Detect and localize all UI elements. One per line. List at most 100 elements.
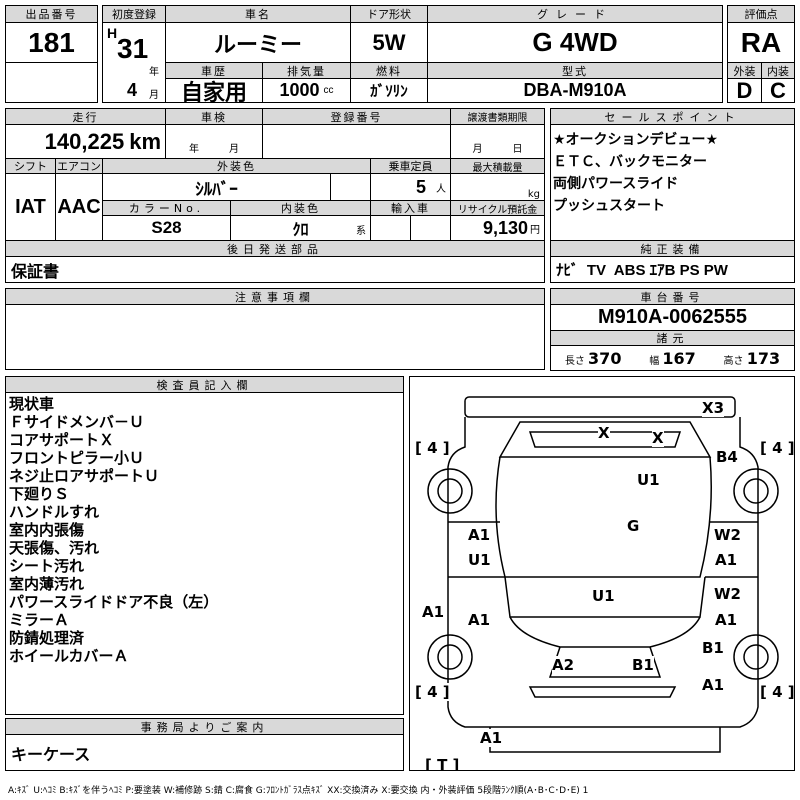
door-type: 5W bbox=[350, 22, 428, 63]
ac: AAC bbox=[55, 173, 103, 241]
recycle-value: 9,130 bbox=[482, 217, 528, 238]
inspection-month-unit: 月 bbox=[229, 144, 239, 155]
sales-points-label: セールスポイント bbox=[550, 108, 795, 125]
inspector-item: パワースライドドア不良（左） bbox=[9, 593, 219, 611]
car-name: ルーミー bbox=[165, 22, 351, 63]
era: H bbox=[107, 25, 118, 41]
lot-number: 181 bbox=[5, 22, 98, 63]
height-label: 高さ bbox=[723, 355, 744, 367]
office-note: キーケース bbox=[5, 734, 404, 771]
import-label: 輸入車 bbox=[370, 200, 451, 216]
transfer-label: 譲渡書類期限 bbox=[450, 108, 545, 125]
import-a bbox=[370, 215, 411, 241]
damage-mark: B1 bbox=[632, 656, 654, 674]
reg-month: 4 bbox=[127, 80, 138, 100]
inspector-item: コアサポートＸ bbox=[9, 431, 115, 449]
import-b bbox=[410, 215, 451, 241]
displacement-value: 1000 bbox=[279, 80, 320, 100]
inspector-item: フロントピラー小Ｕ bbox=[9, 449, 145, 467]
damage-mark: X bbox=[598, 424, 610, 442]
height: 173 bbox=[746, 348, 781, 368]
door-label: ドア形状 bbox=[350, 5, 428, 23]
color-no: S28 bbox=[102, 215, 231, 241]
damage-mark: B4 bbox=[716, 448, 738, 466]
damage-mark: U1 bbox=[468, 551, 491, 569]
displacement-unit: cc bbox=[323, 85, 334, 96]
int-color: ｸﾛ 系 bbox=[230, 215, 371, 241]
damage-mark: X bbox=[652, 429, 664, 447]
inspector-item: ホイールカバーＡ bbox=[9, 647, 129, 665]
history: 自家用 bbox=[165, 78, 263, 103]
damage-mark: A1 bbox=[468, 611, 491, 629]
inspector-item: ハンドルすれ bbox=[9, 503, 100, 521]
ext-score: D bbox=[727, 78, 762, 103]
damage-mark: [ T ] bbox=[425, 756, 460, 770]
score-label: 評価点 bbox=[727, 5, 795, 23]
sales-point: 両側パワースライド bbox=[553, 176, 679, 192]
damage-mark: [ 4 ] bbox=[415, 439, 450, 457]
damage-mark: [ 4 ] bbox=[760, 683, 795, 701]
specs: 長さ 370 幅 167 高さ 173 bbox=[550, 345, 795, 371]
int-color-unit: 系 bbox=[356, 226, 366, 237]
damage-mark: W2 bbox=[714, 526, 741, 544]
damage-mark: B1 bbox=[702, 639, 724, 657]
length-label: 長さ bbox=[564, 355, 585, 367]
inspector-label: 検査員記入欄 bbox=[5, 376, 404, 393]
damage-mark: A1 bbox=[480, 729, 503, 747]
damage-mark: A1 bbox=[702, 676, 725, 694]
notes bbox=[5, 304, 545, 370]
capacity-label: 乗車定員 bbox=[370, 158, 451, 174]
lot-label: 出品番号 bbox=[5, 5, 98, 23]
ext-color-label: 外装色 bbox=[102, 158, 371, 174]
recycle-unit: 円 bbox=[530, 224, 540, 236]
sales-point: プッシュスタート bbox=[553, 198, 665, 214]
model: DBA-M910A bbox=[427, 78, 723, 103]
inspector-item: シート汚れ bbox=[9, 557, 85, 575]
later-parts: 保証書 bbox=[5, 256, 545, 283]
equipment: ﾅﾋﾞ TV ABS ｴｱB PS PW bbox=[550, 256, 795, 283]
shift: IAT bbox=[5, 173, 56, 241]
inspector-item: 現状車 bbox=[9, 395, 55, 413]
car-name-label: 車名 bbox=[165, 5, 351, 23]
transfer: 月日 bbox=[450, 124, 545, 159]
load: kg bbox=[450, 173, 545, 201]
chassis-number: M910A-0062555 bbox=[550, 304, 795, 331]
transfer-month-unit: 月 bbox=[472, 144, 483, 155]
damage-mark: A2 bbox=[552, 656, 575, 674]
int-score: C bbox=[761, 78, 795, 103]
car-outline-icon bbox=[427, 396, 779, 753]
inspector-item: ネジ止ロアサポートＵ bbox=[9, 467, 160, 485]
grade-label: グレード bbox=[427, 5, 723, 23]
color-no-label: カラーNo. bbox=[102, 200, 231, 216]
ac-label: エアコン bbox=[55, 158, 103, 174]
inspector-item: 天張傷、汚れ bbox=[9, 539, 100, 557]
sales-points: ★オークションデビュー★ ＥＴＣ、バックモニター 両側パワースライド プッシュス… bbox=[550, 124, 795, 241]
int-score-label: 内装 bbox=[761, 62, 795, 79]
inspector-item: 防錆処理済 bbox=[9, 629, 85, 647]
sales-point: ＥＴＣ、バックモニター bbox=[553, 154, 707, 170]
displacement-label: 排気量 bbox=[262, 62, 351, 79]
mileage-unit: km bbox=[129, 128, 161, 154]
notes-label: 注意事項欄 bbox=[5, 288, 545, 305]
mileage-value: 140,225 bbox=[44, 128, 125, 154]
shift-label: シフト bbox=[5, 158, 56, 174]
int-color-value: ｸﾛ bbox=[292, 222, 309, 239]
month-unit: 月 bbox=[149, 90, 159, 101]
inspection-year-unit: 年 bbox=[189, 144, 199, 155]
width: 167 bbox=[662, 348, 696, 368]
load-label: 最大積載量 bbox=[450, 158, 545, 174]
inspector-item: 下廻りＳ bbox=[9, 485, 70, 503]
damage-mark: U1 bbox=[592, 587, 615, 605]
sales-point: ★オークションデビュー★ bbox=[553, 132, 719, 148]
office-label: 事務局よりご案内 bbox=[5, 718, 404, 735]
later-parts-label: 後日発送部品 bbox=[5, 240, 545, 257]
damage-mark: U1 bbox=[637, 471, 660, 489]
history-label: 車歴 bbox=[165, 62, 263, 79]
int-color-label: 内装色 bbox=[230, 200, 371, 216]
chassis-label: 車台番号 bbox=[550, 288, 795, 305]
length: 370 bbox=[588, 348, 622, 368]
